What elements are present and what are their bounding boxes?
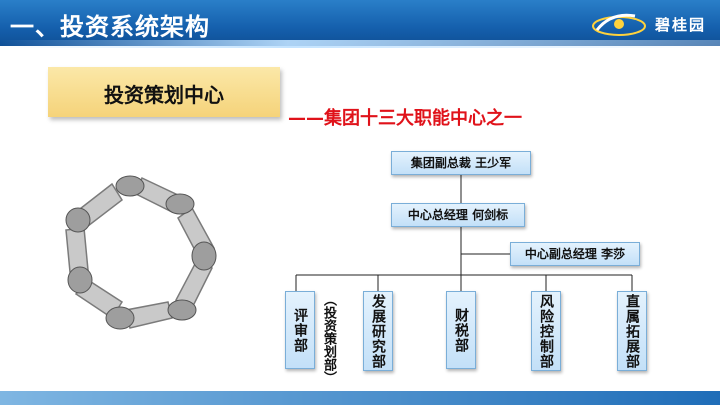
title-bar: 一、投资系统架构 碧桂园 (0, 0, 720, 48)
dept-direct-expansion: 直属拓展部 (617, 291, 647, 371)
dept-risk-control: 风险控制部 (531, 291, 561, 371)
dept-review-note: （投资策划部） (321, 293, 336, 384)
dept-finance-tax: 财税部 (446, 291, 476, 369)
dept-review: 评审部 (285, 291, 315, 369)
dept-development-research: 发展研究部 (363, 291, 393, 371)
footer-bar (0, 391, 720, 405)
page-title: 一、投资系统架构 (10, 13, 210, 41)
center-label-box: 投资策划中心 (48, 67, 280, 117)
center-label: 投资策划中心 (104, 83, 224, 107)
org-node-vp: 集团副总裁 王少军 (391, 151, 531, 175)
org-node-gm: 中心总经理 何剑标 (391, 203, 525, 227)
subtitle: ——集团十三大职能中心之一 (288, 108, 522, 129)
header-wave-decoration (0, 40, 720, 48)
hands-circle-photo (52, 168, 232, 336)
brand-name: 碧桂园 (654, 15, 706, 34)
brand-logo: 碧桂园 (589, 8, 706, 40)
brand-logo-icon (591, 13, 646, 36)
org-node-deputy: 中心副总经理 李莎 (510, 242, 640, 266)
